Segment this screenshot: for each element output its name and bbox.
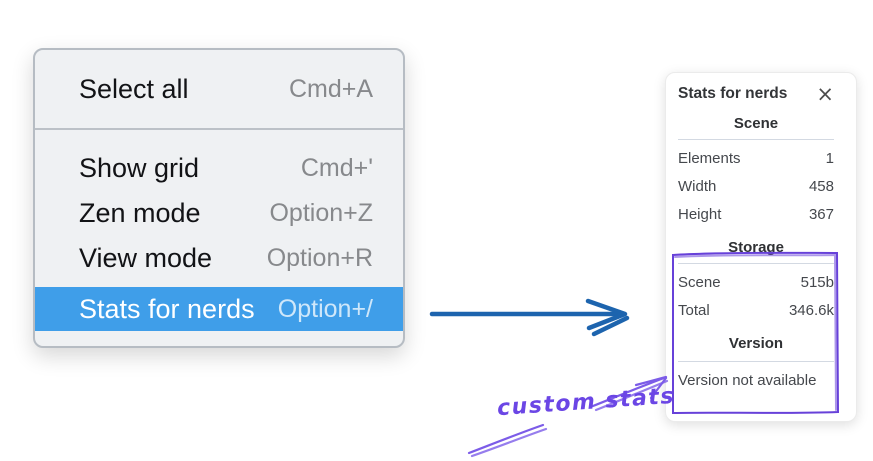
stat-row-height: Height 367 <box>678 201 834 229</box>
stat-value: 515b <box>800 274 834 291</box>
menu-item-shortcut: Cmd+' <box>300 154 373 182</box>
stat-row-total-storage: Total 346.6k <box>678 297 834 325</box>
annotation-custom-stats: custom stats <box>496 383 676 422</box>
menu-item-label: Show grid <box>79 153 200 183</box>
stat-row-scene-storage: Scene 515b <box>678 269 834 297</box>
section-heading-version: Version <box>728 335 784 352</box>
close-icon[interactable]: × <box>816 82 834 106</box>
stat-label: Height <box>678 206 722 223</box>
menu-item-shortcut: Option+/ <box>277 294 373 323</box>
menu-item-select-all[interactable]: Select all Cmd+A <box>35 50 403 128</box>
stats-panel-title: Stats for nerds <box>678 85 788 102</box>
menu-item-zen-mode[interactable]: Zen mode Option+Z <box>35 191 403 236</box>
menu-item-shortcut: Option+Z <box>269 199 373 227</box>
section-divider <box>678 263 834 264</box>
section-divider <box>678 139 834 140</box>
version-note: Version not available <box>678 372 817 389</box>
stats-section-version: Version Version not available <box>678 335 834 395</box>
blue-arrow <box>429 298 630 337</box>
context-menu: Select all Cmd+A Show grid Cmd+' Zen mod… <box>33 48 405 348</box>
stat-label: Scene <box>678 274 721 291</box>
menu-item-view-mode[interactable]: View mode Option+R <box>35 236 403 281</box>
menu-item-label: Zen mode <box>79 198 201 228</box>
section-heading-storage: Storage <box>728 239 784 256</box>
stat-label: Total <box>678 302 710 319</box>
stat-row-elements: Elements 1 <box>678 145 834 173</box>
stat-label: Width <box>678 178 717 195</box>
stats-panel-header: Stats for nerds × <box>678 82 834 106</box>
stat-row-width: Width 458 <box>678 173 834 201</box>
menu-item-shortcut: Cmd+A <box>288 74 373 103</box>
stats-panel: Stats for nerds × Scene Elements 1 Width… <box>665 72 857 422</box>
stat-value: 1 <box>825 150 834 167</box>
stats-section-scene: Scene Elements 1 Width 458 Height 367 <box>678 115 834 229</box>
section-divider <box>678 361 834 362</box>
stat-value: 367 <box>808 206 834 223</box>
stats-section-storage: Storage Scene 515b Total 346.6k <box>678 239 834 325</box>
menu-divider <box>35 128 403 130</box>
stat-label: Elements <box>678 150 741 167</box>
menu-item-shortcut: Option+R <box>266 244 373 272</box>
section-heading-scene: Scene <box>733 115 779 132</box>
menu-item-label: View mode <box>79 243 213 273</box>
menu-item-stats-for-nerds[interactable]: Stats for nerds Option+/ <box>35 287 403 331</box>
menu-item-show-grid[interactable]: Show grid Cmd+' <box>35 146 403 191</box>
menu-group: Show grid Cmd+' Zen mode Option+Z View m… <box>35 130 403 331</box>
stat-value: 346.6k <box>788 302 834 319</box>
stat-value: 458 <box>808 178 834 195</box>
menu-item-label: Stats for nerds <box>79 293 255 324</box>
menu-item-label: Select all <box>79 73 189 104</box>
